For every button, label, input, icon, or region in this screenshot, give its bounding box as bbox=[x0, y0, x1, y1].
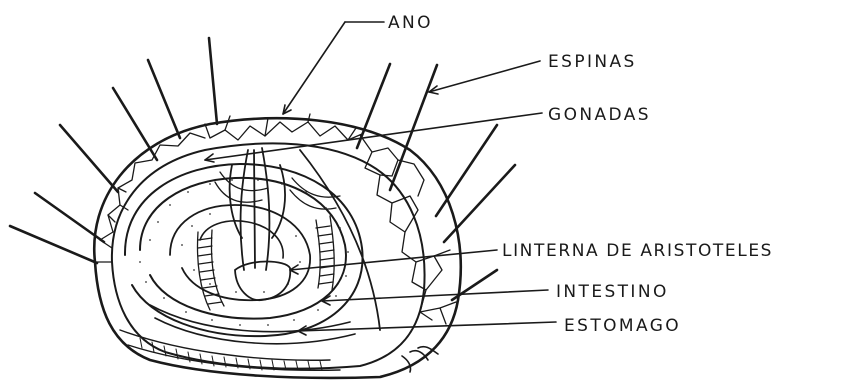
estomago-pointer bbox=[298, 322, 556, 331]
label-ano: ANO bbox=[388, 13, 433, 33]
label-espinas: ESPINAS bbox=[548, 52, 637, 72]
aristotle-lantern bbox=[230, 148, 291, 300]
intestino-pointer bbox=[322, 290, 548, 301]
label-estomago: ESTOMAGO bbox=[564, 316, 681, 336]
label-intestino: INTESTINO bbox=[556, 282, 669, 302]
label-gonadas: GONADAS bbox=[548, 105, 651, 125]
test-shell bbox=[94, 114, 460, 378]
stomach bbox=[150, 305, 355, 344]
label-linterna-de-aristoteles: LINTERNA DE ARISTOTELES bbox=[502, 241, 773, 261]
espinas-pointer bbox=[429, 61, 540, 92]
